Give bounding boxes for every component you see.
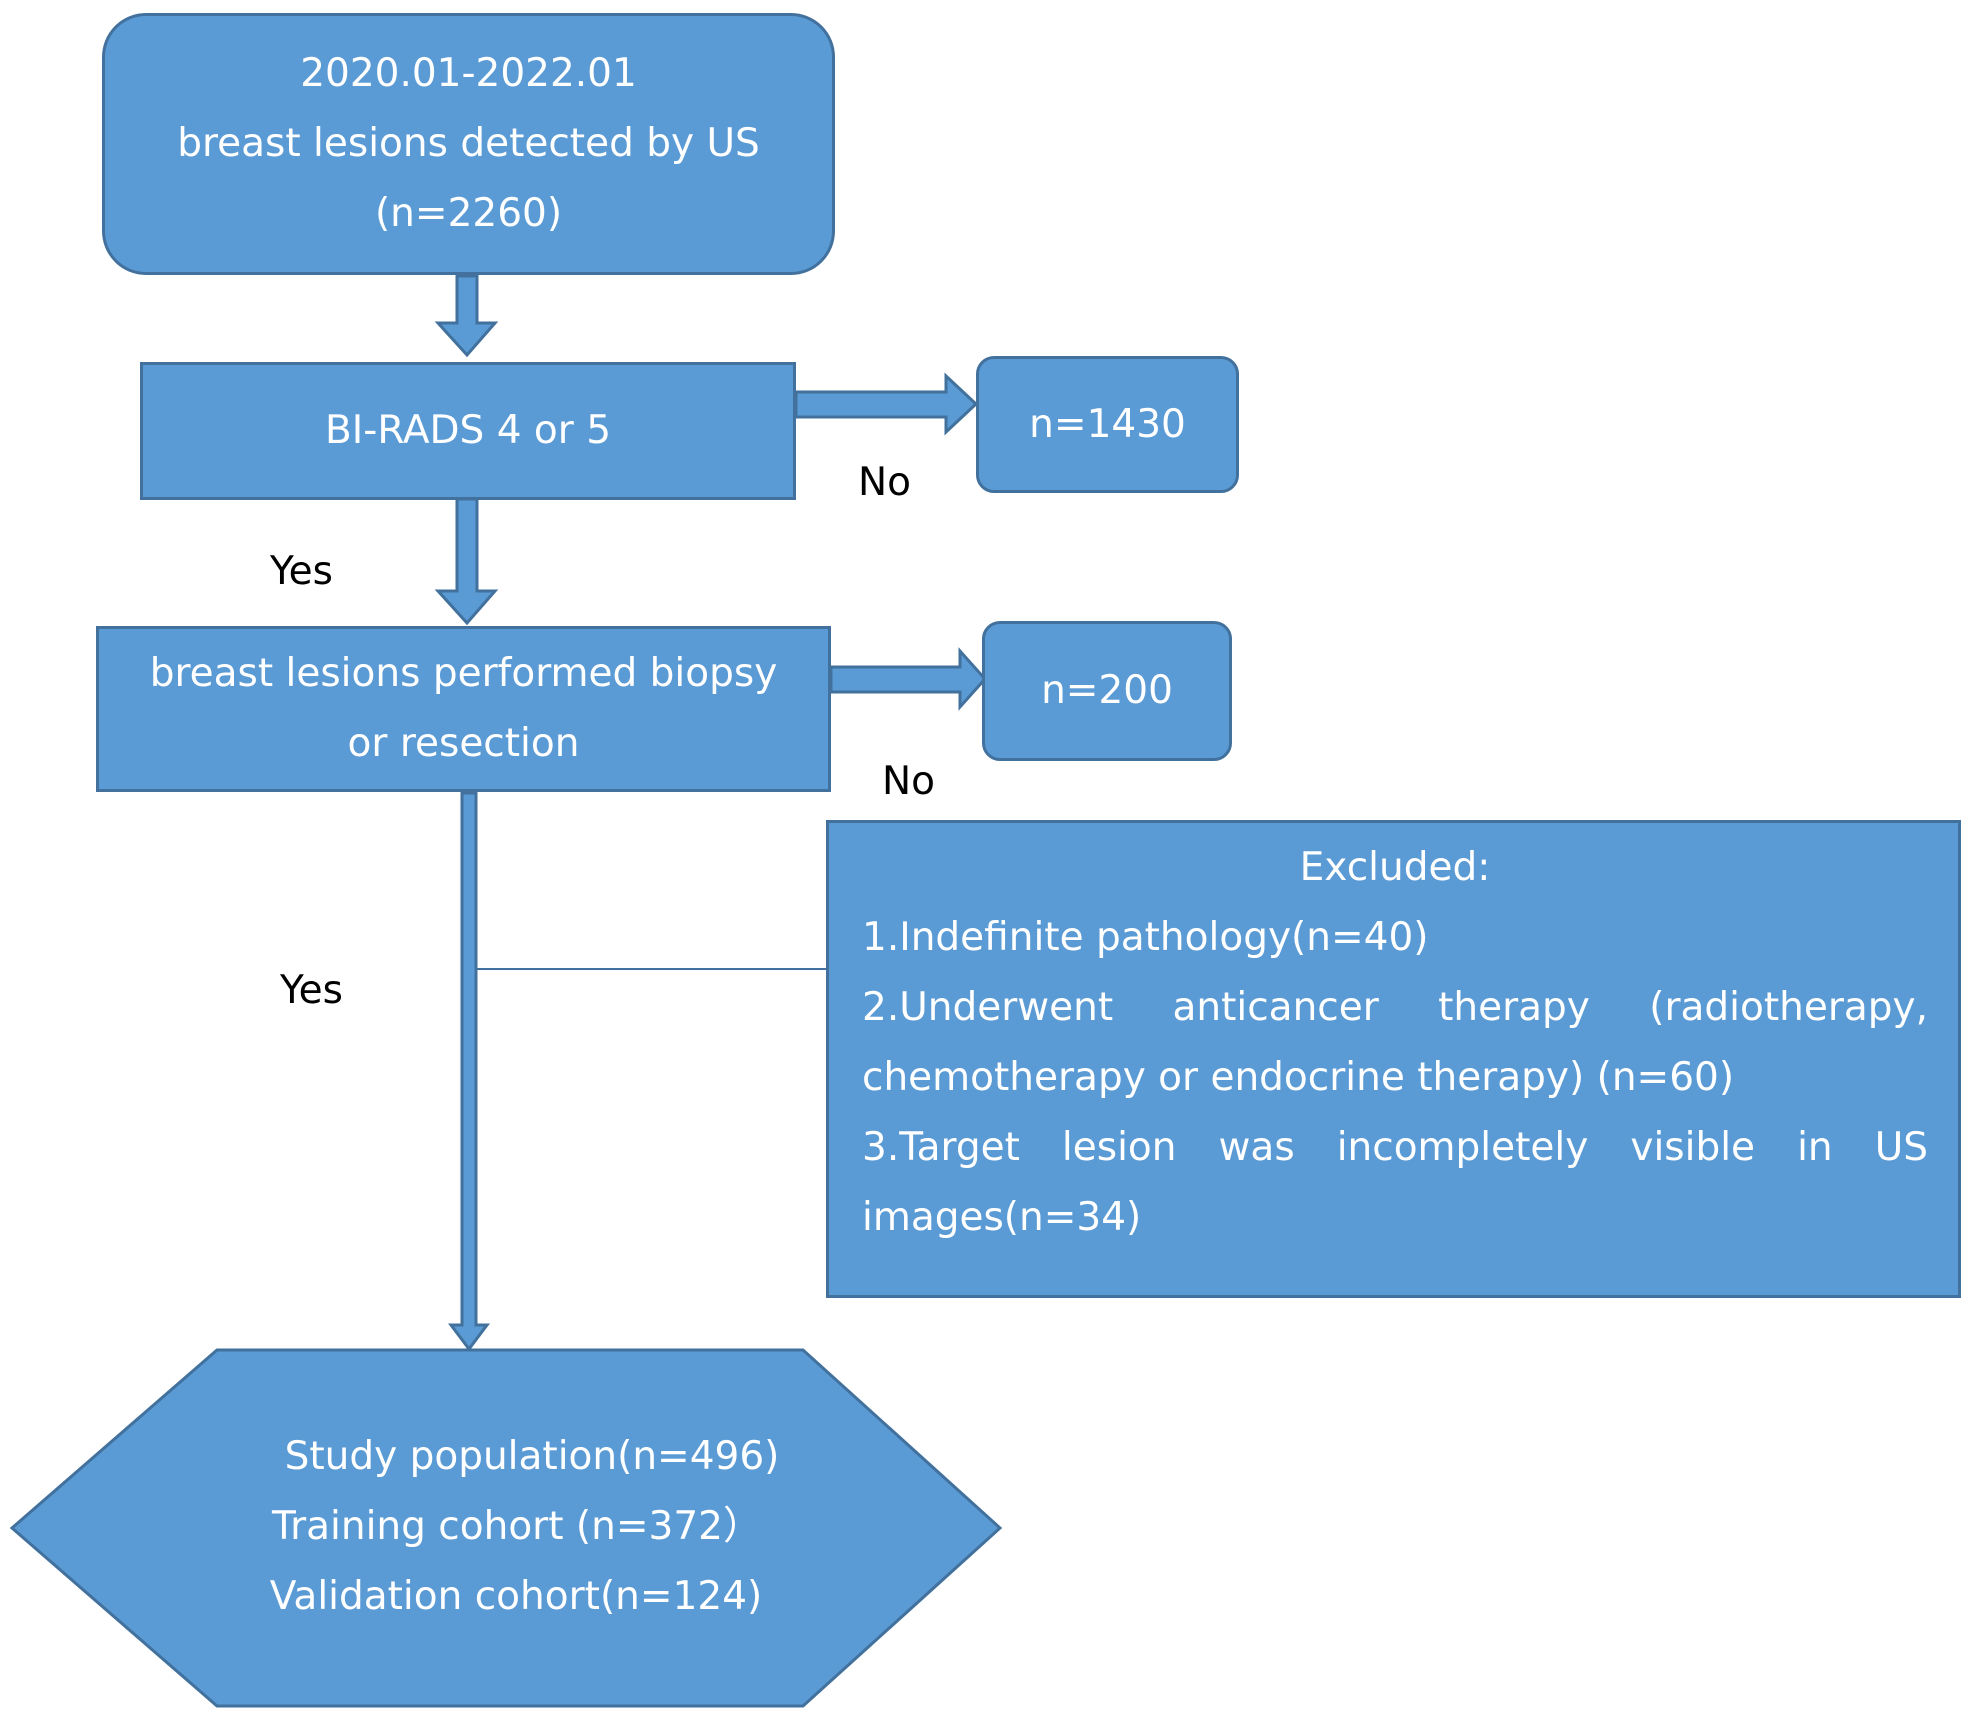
excluded-item-2-line1: 2.Underwent anticancer therapy (radiothe… [862,985,1928,1030]
excluded-box: Excluded: 1.Indefinite pathology(n=40) 2… [826,820,1961,1298]
excluded-title: Excluded: [1299,845,1491,890]
arrow-right-birads-to-1430 [794,372,979,436]
arrow-down-start-to-birads [434,274,499,358]
start-count: (n=2260) [374,191,563,236]
birads-no-label: No [858,460,912,505]
validation-cohort: Validation cohort(n=124) [269,1574,763,1619]
excluded-item-3-line2: images(n=34) [862,1195,1142,1240]
biopsy-no-label: No [882,759,936,804]
birads-no-count-box: n=1430 [976,356,1239,493]
arrow-down-birads-to-biopsy [434,497,499,626]
birads-no-count: n=1430 [1029,401,1186,447]
excluded-item-3-line1: 3.Target lesion was incompletely visible… [862,1125,1928,1170]
study-population: Study population(n=496) [284,1434,780,1479]
biopsy-line2: or resection [347,721,580,766]
birads-box: BI-RADS 4 or 5 [140,362,796,500]
arrow-down-biopsy-to-study [448,791,490,1352]
biopsy-yes-label: Yes [280,968,343,1013]
biopsy-box: breast lesions performed biopsy or resec… [96,626,831,792]
excluded-item-1: 1.Indefinite pathology(n=40) [862,915,1429,960]
birads-yes-label: Yes [270,549,333,594]
study-population-text: Study population(n=496) Training cohort … [200,1422,820,1632]
training-cohort: Training cohort (n=372） [272,1504,762,1549]
arrow-right-biopsy-to-200 [829,647,988,711]
start-label: breast lesions detected by US [177,121,760,166]
biopsy-line1: breast lesions performed biopsy [149,651,778,696]
biopsy-no-count: n=200 [1041,668,1173,713]
biopsy-no-count-box: n=200 [982,621,1232,761]
start-period: 2020.01-2022.01 [300,51,637,96]
start-box: 2020.01-2022.01 breast lesions detected … [102,13,835,275]
study-population-hexagon [9,1348,1003,1708]
excluded-item-2-line2: chemotherapy or endocrine therapy) (n=60… [862,1055,1735,1100]
birads-label: BI-RADS 4 or 5 [324,408,612,453]
